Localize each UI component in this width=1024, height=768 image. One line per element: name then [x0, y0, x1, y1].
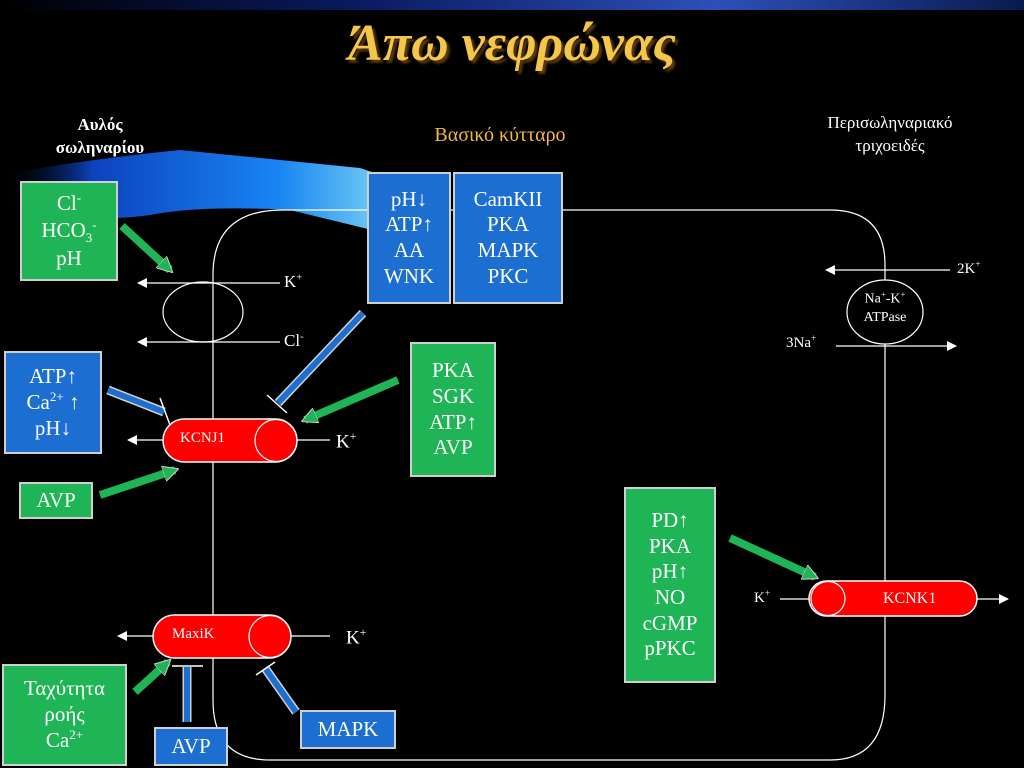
kcnj1-label: KCNJ1	[180, 430, 226, 446]
pump-label-line2: ATPase	[863, 309, 907, 325]
capillary-label-line2: τριχοειδές	[855, 135, 925, 155]
capillary-label-line1: Περισωληναριακό	[827, 113, 953, 132]
ion-label-2k: 2K+	[957, 260, 981, 277]
activation-arrow-pka-kcnj1	[305, 376, 400, 424]
kcnk1-label: KCNK1	[883, 590, 937, 607]
flow-box: Ταχύτητα ροής Ca2+	[2, 664, 127, 766]
pd-box: PD↑ PKA pH↑ NO cGMP pPKC	[624, 487, 716, 683]
ion-label-k-top: K+	[284, 272, 303, 291]
lumen-label-line2: σωληναρίου	[55, 137, 145, 157]
avp-left-box: AVP	[19, 482, 93, 519]
kcnj1-channel-cap	[254, 418, 298, 463]
activation-arrow-pd-kcnk1	[728, 534, 815, 581]
ion-label-3na: 3Na+	[786, 334, 817, 351]
na-k-atpase-label: Na+-K+ ATPase	[848, 289, 922, 327]
lumen-label: Αυλός σωληναρίου	[20, 114, 180, 160]
kcnk1-channel	[808, 580, 978, 617]
cell-label: Βασικό κύτταρο	[434, 124, 566, 146]
mapk-bottom-box: MAPK	[300, 710, 396, 749]
activation-arrow-anion	[119, 223, 170, 270]
atp-ca-box: ATP↑ Ca2+ ↑ pH↓	[4, 351, 102, 454]
pka-sgk-box: PKA SGK ATP↑ AVP	[410, 342, 496, 477]
capillary-label: Περισωληναριακό τριχοειδές	[790, 112, 990, 158]
pump-label-line1: Na	[864, 291, 881, 307]
maxik-label: MaxiK	[172, 626, 215, 642]
top-kinase-box: CamKII PKA MAPK PKC	[453, 172, 563, 304]
lumen-label-line1: Αυλός	[77, 115, 123, 134]
cell-membrane	[212, 209, 886, 761]
cotransporter	[162, 281, 244, 343]
top-ph-box: pH↓ ATP↑ AA WNK	[367, 172, 451, 304]
page-title: Άπω νεφρώνας	[348, 15, 676, 72]
activation-arrow-flow-maxik	[132, 662, 168, 695]
ion-label-k-kcnj1: K+	[336, 430, 357, 453]
na-k-atpase-pump	[846, 279, 924, 345]
avp-bottom-box: AVP	[154, 727, 228, 766]
ion-label-cl: Cl-	[284, 331, 304, 350]
ion-label-k-kcnk1: K+	[754, 589, 771, 606]
kcnk1-channel-cap	[810, 580, 846, 617]
ion-label-k-maxik: K+	[346, 626, 367, 649]
activation-arrow-avp-kcnj1	[98, 470, 175, 499]
anion-box: Cl- HCO3- pH	[20, 181, 118, 281]
maxik-channel-cap	[248, 614, 292, 659]
